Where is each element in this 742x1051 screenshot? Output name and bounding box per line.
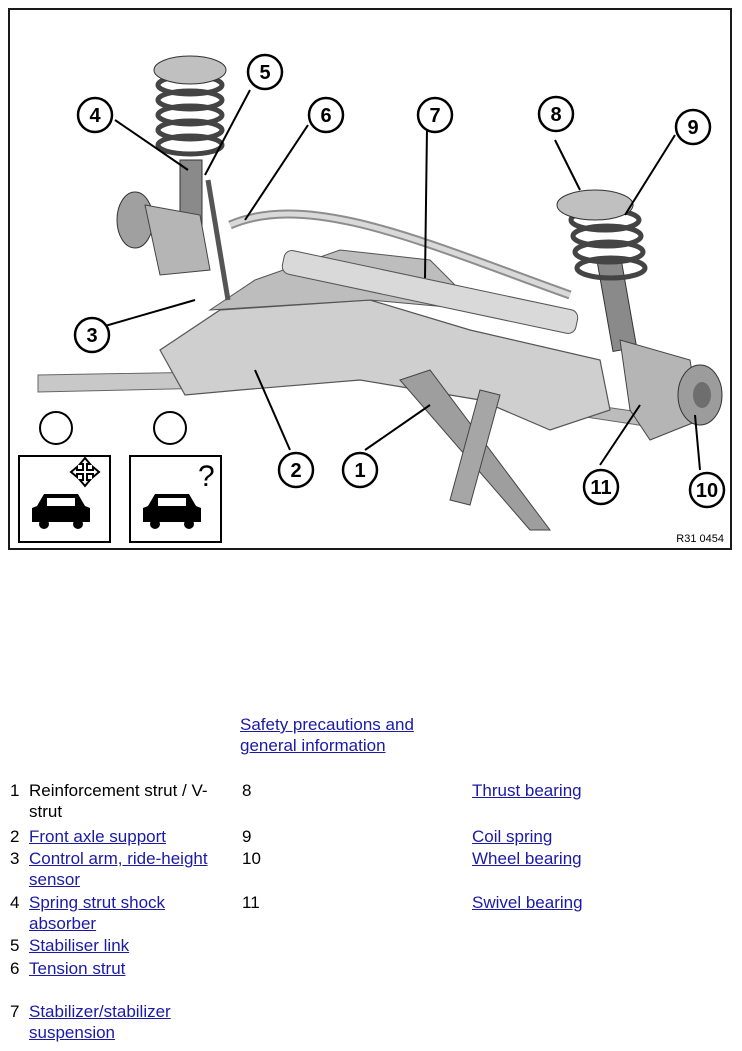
figure-code: R31 0454 [674,533,726,545]
svg-text:4: 4 [89,105,101,127]
axle-illustration: 1 2 3 4 5 6 7 8 9 10 11 ? [8,8,732,550]
part-number: 10 [242,849,261,868]
part-link[interactable]: Wheel bearing [472,849,582,868]
part-number: 3 [10,849,20,868]
svg-text:11: 11 [590,477,611,499]
callout-11: 11 [582,468,620,506]
part-link[interactable]: Control arm, ride-height sensor [29,849,208,889]
svg-text:?: ? [198,460,215,493]
callout-1: 1 [341,451,379,489]
svg-text:3: 3 [86,325,97,347]
svg-text:2: 2 [290,460,301,482]
callouts: 1 2 3 4 5 6 7 8 9 10 11 [73,53,726,509]
part-link[interactable]: Stabiliser link [29,936,130,955]
part-number: 1 [10,781,20,800]
svg-text:9: 9 [687,117,698,139]
callout-3: 3 [73,316,111,354]
svg-text:7: 7 [429,105,440,127]
part-number: 5 [10,936,20,955]
callout-7: 7 [416,96,454,134]
part-link[interactable]: Front axle support [29,827,167,846]
part-link[interactable]: Tension strut [29,959,126,978]
part-link[interactable]: Spring strut shock absorber [29,893,166,933]
svg-text:8: 8 [550,104,561,126]
callout-8: 8 [537,95,575,133]
callout-9: 9 [674,108,712,146]
part-label: Reinforcement strut / V-strut [29,781,208,821]
svg-text:10: 10 [696,480,718,502]
safety-link[interactable]: Safety precautions and general informati… [240,715,414,755]
part-link[interactable]: Coil spring [472,827,553,846]
part-number: 8 [242,781,252,800]
part-link[interactable]: Stabilizer/stabilizer suspension [29,1002,171,1042]
callout-6: 6 [307,96,345,134]
callout-10: 10 [688,471,726,509]
callout-4: 4 [76,96,114,134]
svg-text:6: 6 [320,105,331,127]
callout-5: 5 [246,53,284,91]
part-link[interactable]: Thrust bearing [472,781,582,800]
part-link[interactable]: Swivel bearing [472,893,583,912]
car-question-icon: ? [129,411,222,543]
part-number: 11 [242,893,260,912]
part-number: 4 [10,893,20,912]
part-number: 6 [10,959,20,978]
svg-text:1: 1 [354,460,365,482]
car-move-arrows-icon [18,411,111,543]
axle-drawing: 1 2 3 4 5 6 7 8 9 10 11 ? [18,53,726,543]
part-number: 2 [10,827,20,846]
part-number: 9 [242,827,252,846]
callout-2: 2 [277,451,315,489]
svg-text:5: 5 [259,62,270,84]
part-number: 7 [10,1002,20,1021]
